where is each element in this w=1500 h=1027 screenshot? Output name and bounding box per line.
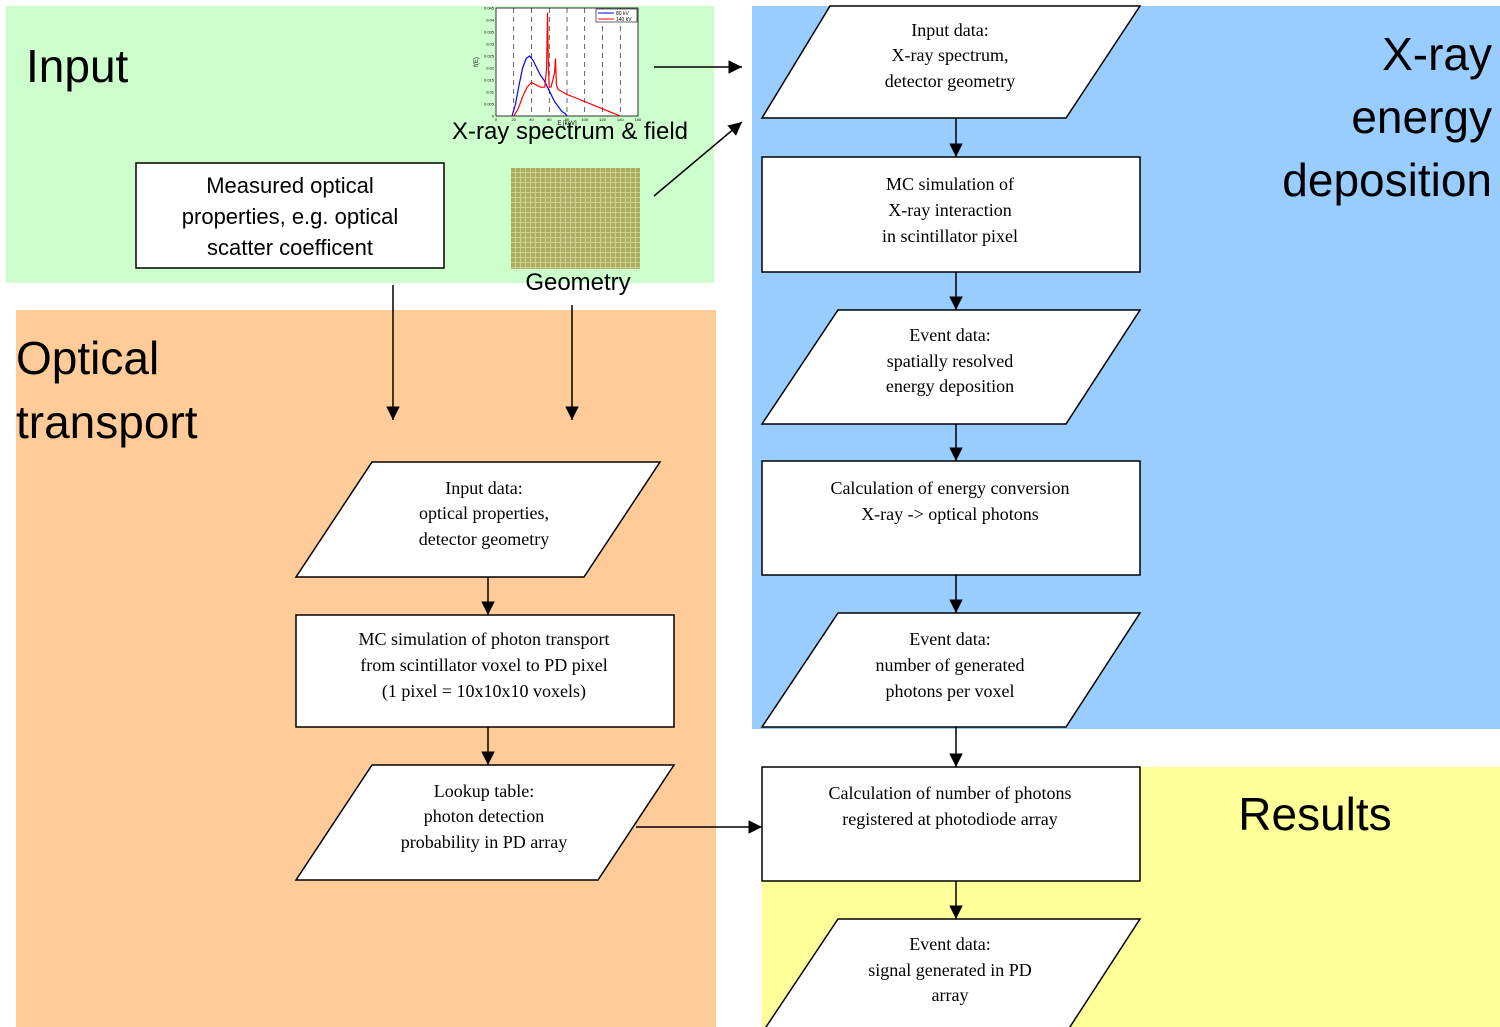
spectrum-y-tick-label: 0 <box>492 114 495 119</box>
spectrum-y-tick-label: 0.04 <box>486 18 495 23</box>
event-energy-line3: energy deposition <box>886 376 1014 396</box>
mc-xray-line3: in scintillator pixel <box>882 226 1018 246</box>
spectrum-x-tick-label: 140 <box>617 117 624 122</box>
signal-line2: signal generated in PD <box>868 960 1031 980</box>
spectrum-xlabel: E [keV] <box>557 121 577 127</box>
optical-region-label-line1: Optical <box>16 332 159 384</box>
lookup-parallelogram <box>294 764 676 881</box>
spectrum-x-tick-label: 60 <box>547 117 552 122</box>
conversion-line1: Calculation of energy conversion <box>830 478 1069 498</box>
signal-line1: Event data: <box>909 934 990 954</box>
spectrum-y-tick-label: 0.03 <box>486 42 495 47</box>
measured-properties-line1: Measured optical <box>206 173 374 198</box>
optical-input-line3: detector geometry <box>419 529 549 549</box>
mc-photon-line2: from scintillator voxel to PD pixel <box>360 655 607 675</box>
mc-photon-line3: (1 pixel = 10x10x10 voxels) <box>382 681 586 702</box>
spectrum-x-tick-label: 40 <box>529 117 534 122</box>
mc-photon-line1: MC simulation of photon transport <box>359 629 610 649</box>
spectrum-caption: X-ray spectrum & field <box>452 118 688 145</box>
signal-parallelogram <box>765 918 1142 1027</box>
spectrum-x-tick-label: 100 <box>581 117 588 122</box>
lookup-line2: photon detection <box>424 806 544 826</box>
event-energy-line1: Event data: <box>909 325 990 345</box>
spectrum-x-tick-label: 0 <box>495 117 498 122</box>
legend-80kv: 80 kV <box>616 11 629 17</box>
results-region-label: Results <box>1238 788 1391 840</box>
registered-line1: Calculation of number of photons <box>829 783 1072 803</box>
spectrum-ylabel: f(E) <box>474 57 480 67</box>
spectrum-y-tick-label: 0.02 <box>486 66 495 71</box>
spectrum-y-tick-label: 0.035 <box>484 30 495 35</box>
spectrum-y-tick-label: 0.005 <box>484 102 495 107</box>
xray-input-data-parallelogram <box>760 5 1142 119</box>
spectrum-x-tick-label: 120 <box>599 117 606 122</box>
registered-box <box>761 766 1141 882</box>
lookup-line1: Lookup table: <box>434 781 534 801</box>
spectrum-x-tick-label: 80 <box>565 117 570 122</box>
registered-line2: registered at photodiode array <box>842 809 1057 829</box>
spectrum-x-tick-label: 160 <box>635 117 642 122</box>
xray-input-line1: Input data: <box>911 20 988 40</box>
geometry-caption: Geometry <box>525 269 630 296</box>
spectrum-series-line <box>513 12 621 117</box>
spectrum-y-tick-label: 0.015 <box>484 78 495 83</box>
event-photons-parallelogram <box>760 612 1142 728</box>
measured-properties-box <box>135 162 445 269</box>
spectrum-y-tick-label: 0.025 <box>484 54 495 59</box>
event-photons-line2: number of generated <box>876 655 1025 675</box>
mc-xray-box <box>761 156 1141 273</box>
measured-properties-line2: properties, e.g. optical <box>182 204 398 229</box>
measured-properties-line3: scatter coefficent <box>207 235 373 260</box>
spectrum-y-tick-label: 0.01 <box>486 90 495 95</box>
spectrum-y-tick-label: 0.045 <box>484 6 495 11</box>
mc-xray-line1: MC simulation of <box>886 174 1014 194</box>
xray-input-line2: X-ray spectrum, <box>892 45 1009 65</box>
mc-photon-box <box>295 614 675 728</box>
geometry-image <box>511 168 640 269</box>
xray-input-line3: detector geometry <box>885 71 1015 91</box>
optical-input-line2: optical properties, <box>419 503 549 523</box>
signal-line3: array <box>932 985 969 1005</box>
xray-region-label-line2: energy <box>1351 91 1492 143</box>
optical-input-line1: Input data: <box>445 478 522 498</box>
lookup-line3: probability in PD array <box>401 832 567 852</box>
input-region-label: Input <box>26 40 129 92</box>
spectrum-series-line <box>511 55 568 117</box>
conversion-line2: X-ray -> optical photons <box>861 504 1039 524</box>
event-energy-parallelogram <box>760 309 1142 425</box>
optical-input-parallelogram <box>294 461 662 578</box>
event-photons-line1: Event data: <box>909 629 990 649</box>
optical-region-label-line2: transport <box>16 396 198 448</box>
xray-region-label-line3: deposition <box>1282 154 1492 206</box>
arrow-geometry-to-xray-input <box>653 121 743 197</box>
event-energy-line2: spatially resolved <box>887 351 1013 371</box>
spectrum-legend: 80 kV 140 kV <box>595 8 638 23</box>
conversion-box <box>761 460 1141 576</box>
event-photons-line3: photons per voxel <box>886 681 1015 701</box>
spectrum-x-tick-label: 20 <box>512 117 517 122</box>
xray-region-label-line1: X-ray <box>1382 28 1492 80</box>
legend-140kv: 140 kV <box>616 17 632 23</box>
mc-xray-line2: X-ray interaction <box>888 200 1011 220</box>
